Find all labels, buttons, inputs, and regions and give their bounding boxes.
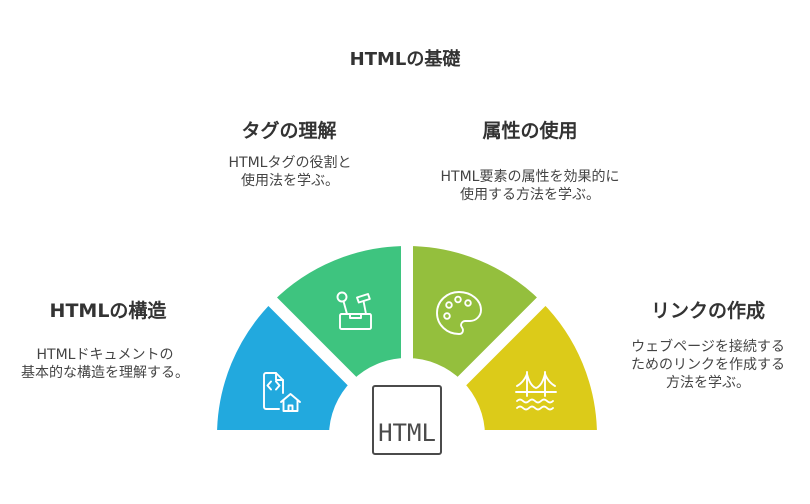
hammer-head (356, 293, 371, 304)
code-brackets (266, 380, 281, 391)
page-title: HTMLの基礎 (349, 49, 461, 70)
section-title-attributes: 属性の使用 (482, 120, 578, 142)
paint-dot (443, 312, 451, 320)
segment-structure (204, 288, 365, 442)
file-outline (263, 372, 284, 410)
section-title-structure: HTMLの構造 (49, 300, 167, 322)
desc-line: 使用する方法を学ぶ。 (460, 187, 600, 203)
house-body (282, 399, 299, 412)
paint-dot (445, 301, 453, 309)
palette-icon (436, 291, 482, 335)
desc-line: ウェブページを接続する (631, 339, 785, 355)
section-desc-links: ウェブページを接続する ためのリンクを作成する 方法を学ぶ。 (608, 338, 808, 392)
wrench-head (336, 291, 348, 303)
toolbox-latch (349, 313, 362, 319)
html-center-icon: HTML (372, 385, 442, 455)
paint-dot (464, 299, 472, 307)
palette-outline (436, 291, 482, 335)
house-door (287, 404, 294, 412)
desc-line: 方法を学ぶ。 (666, 375, 750, 391)
wrench-handle (342, 300, 348, 315)
water-waves (516, 398, 554, 411)
html-center-label: HTML (378, 419, 436, 447)
section-title-tags: タグの理解 (241, 120, 337, 142)
desc-line: HTML要素の属性を効果的に (440, 169, 620, 185)
segment-links (449, 288, 610, 442)
desc-line: 基本的な構造を理解する。 (21, 365, 189, 381)
desc-line: HTMLタグの役割と (228, 155, 352, 171)
hammer-handle (362, 300, 367, 315)
bridge-icon (515, 371, 557, 411)
bridge-cables (516, 373, 556, 389)
desc-line: HTMLドキュメントの (36, 347, 174, 363)
section-desc-structure: HTMLドキュメントの 基本的な構造を理解する。 (0, 346, 210, 382)
segment-attributes (401, 233, 555, 394)
segment-tags (259, 233, 413, 394)
desc-line: ためのリンクを作成する (631, 357, 785, 373)
file-fold (275, 372, 284, 381)
section-title-links: リンクの作成 (650, 300, 765, 322)
toolbox-body (339, 313, 372, 330)
section-desc-tags: HTMLタグの役割と 使用法を学ぶ。 (180, 154, 400, 190)
toolbox-icon (336, 291, 372, 330)
html-box-frame (372, 385, 442, 455)
paint-dot (454, 295, 462, 304)
section-desc-attributes: HTML要素の属性を効果的に 使用する方法を学ぶ。 (420, 168, 640, 204)
file-code-home-icon (263, 372, 301, 412)
desc-line: 使用法を学ぶ。 (241, 173, 339, 189)
